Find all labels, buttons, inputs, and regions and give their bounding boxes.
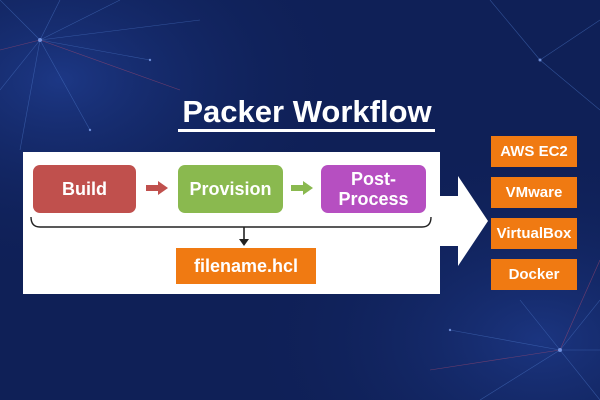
output-arrow [436, 176, 488, 266]
step-provision-label: Provision [189, 178, 272, 199]
arrow-provision-to-post-process [291, 181, 313, 195]
config-file-box: filename.hcl [176, 248, 316, 284]
step-post-process-label: Post-Process [338, 169, 409, 209]
step-build: Build [33, 165, 136, 213]
diagram-title: Packer Workflow [182, 94, 432, 129]
steps-bracket [30, 217, 432, 246]
title-underline [178, 129, 435, 132]
target-docker: Docker [491, 259, 577, 290]
config-file-label: filename.hcl [193, 255, 299, 276]
target-virtualbox: VirtualBox [491, 218, 577, 249]
arrow-build-to-provision [146, 181, 168, 195]
step-build-label: Build [62, 178, 107, 199]
step-provision: Provision [178, 165, 283, 213]
target-vmware: VMware [491, 177, 577, 208]
target-aws-ec2: AWS EC2 [491, 136, 577, 167]
step-post-process: Post-Process [321, 165, 426, 213]
